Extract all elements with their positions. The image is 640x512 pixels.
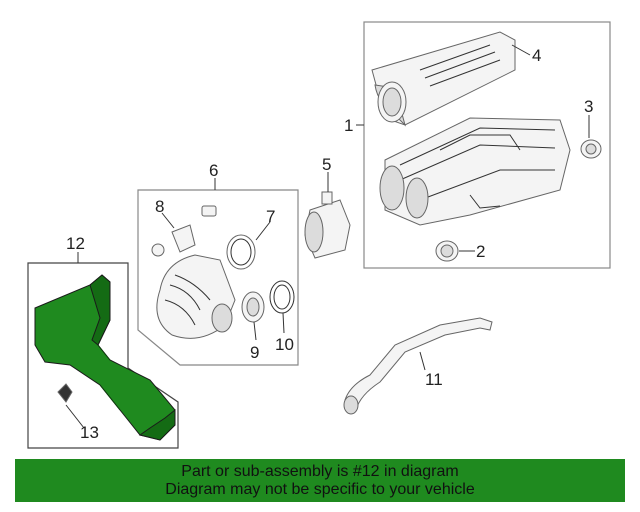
callout-1: 1: [344, 116, 353, 135]
seal-9[interactable]: [241, 291, 265, 323]
mass-air-flow-sensor[interactable]: [304, 191, 351, 259]
intake-hose-group-box: [137, 189, 299, 366]
banner-line-1: Part or sub-assembly is #12 in diagram: [181, 463, 459, 480]
leader-lines: [65, 44, 590, 429]
highlight-banner: Part or sub-assembly is #12 in diagram D…: [15, 459, 625, 502]
hose-clamp-7[interactable]: [226, 234, 256, 270]
callout-9: 9: [250, 343, 259, 362]
banner-line-2: Diagram may not be specific to your vehi…: [165, 481, 475, 498]
callout-8: 8: [155, 197, 164, 216]
air-cleaner-cover[interactable]: [371, 31, 516, 127]
sensor-8[interactable]: [151, 205, 217, 257]
air-cleaner-housing[interactable]: [379, 117, 571, 226]
callout-5: 5: [322, 155, 331, 174]
air-intake-duct[interactable]: [34, 274, 176, 441]
callout-2: 2: [476, 242, 485, 261]
highlight-group-box: [27, 262, 179, 449]
callout-3: 3: [584, 97, 593, 116]
grommet-2[interactable]: [435, 240, 459, 262]
callout-11: 11: [425, 370, 443, 389]
intake-hose[interactable]: [156, 254, 236, 339]
callout-12: 12: [66, 234, 85, 253]
callout-10: 10: [275, 335, 294, 354]
callout-6: 6: [209, 161, 218, 180]
callout-7: 7: [266, 207, 275, 226]
callout-13: 13: [80, 423, 99, 442]
air-cleaner-group-box: [363, 21, 611, 269]
retaining-clip[interactable]: [57, 383, 73, 403]
hose-clamp-10[interactable]: [269, 280, 295, 314]
grommet-3[interactable]: [580, 139, 602, 159]
callout-4: 4: [532, 46, 541, 65]
breather-hose[interactable]: [343, 317, 493, 415]
